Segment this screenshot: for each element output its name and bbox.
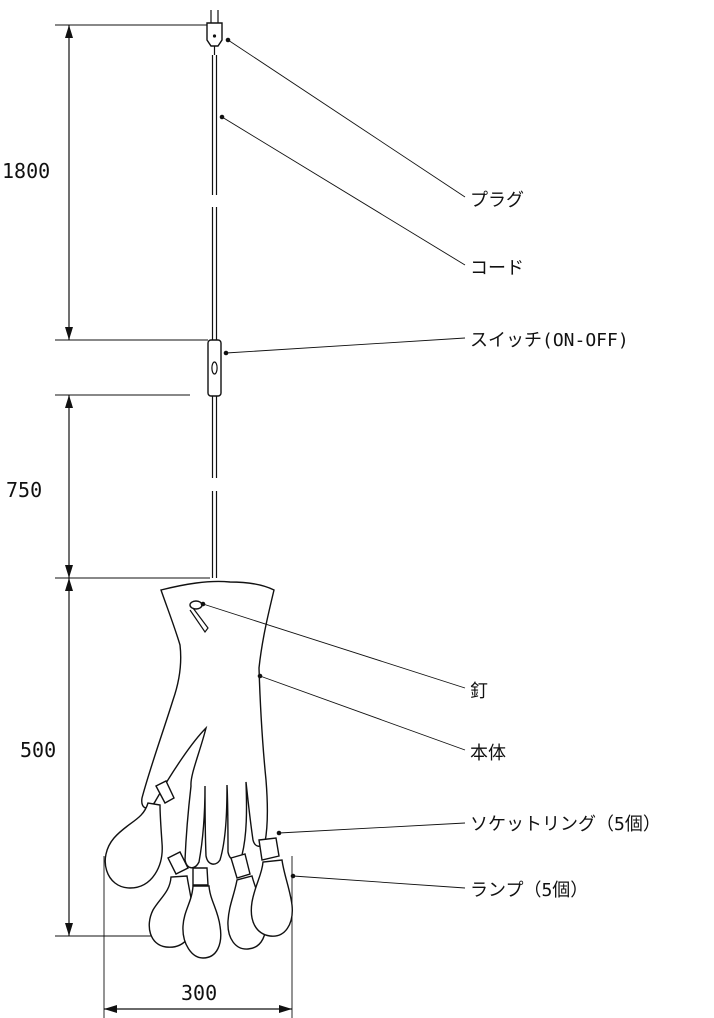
switch-shape [207,339,222,397]
leader-lines [200,37,466,889]
label-socket-ring: ソケットリング（5個） [470,814,661,835]
label-cord: コード [470,258,524,279]
dimension-label-500: 500 [20,738,56,762]
dimension-width: 300 [103,856,293,1018]
cord-upper [211,55,218,340]
lamp-1 [104,780,175,889]
dimension-label-1800: 1800 [2,159,50,183]
dimension-label-750: 750 [6,478,42,502]
lamp-5 [250,837,293,937]
label-body: 本体 [470,743,506,764]
lamp-3 [182,867,222,959]
dimension-label-300: 300 [181,981,217,1005]
label-switch: スイッチ(ON-OFF) [470,330,629,351]
label-nail: 釘 [470,681,488,702]
glove-body [141,580,275,869]
plug-shape [206,10,223,55]
dimension-switch-to-body: 750 [6,394,210,579]
dimension-body-height: 500 [20,578,195,937]
cord-lower [211,396,218,578]
label-plug: プラグ [470,190,524,211]
dimension-cord-length: 1800 [2,24,212,341]
label-lamp: ランプ（5個） [470,880,588,901]
